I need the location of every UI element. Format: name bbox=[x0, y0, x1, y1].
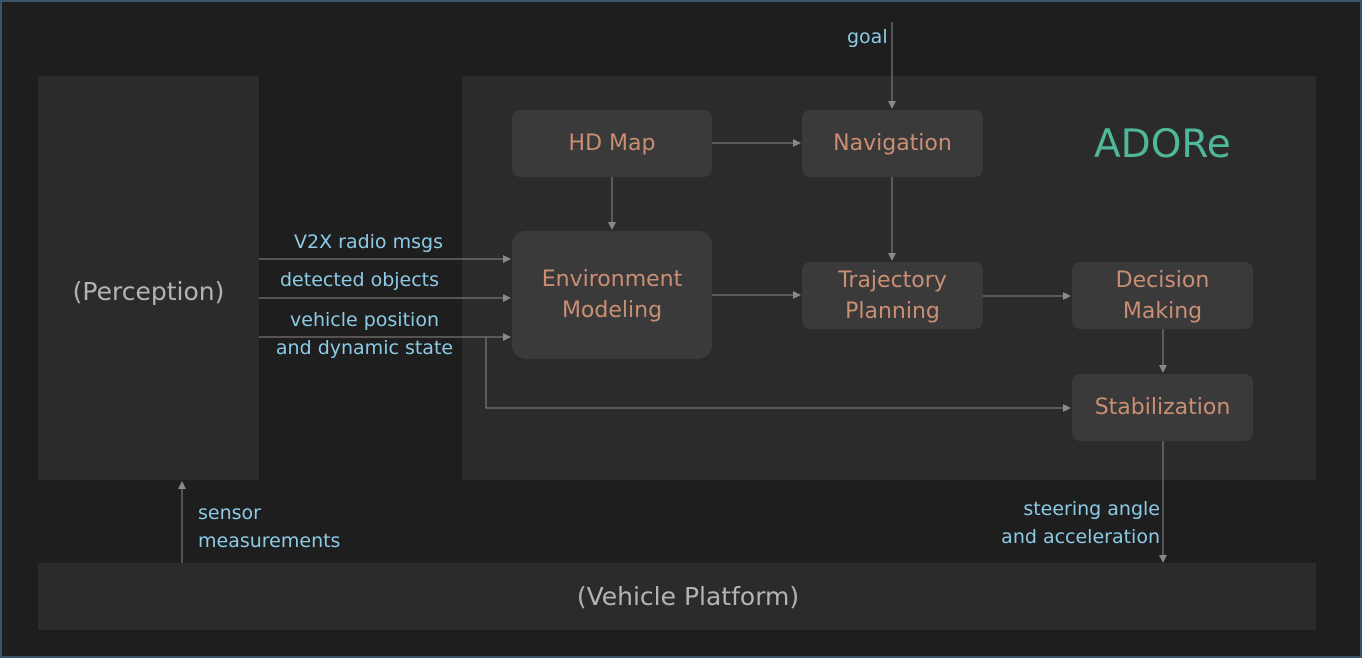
vehicle-platform-panel bbox=[38, 563, 1316, 630]
vehicle-position-stabilization-arrow bbox=[485, 337, 1071, 412]
navigation-node: Navigation bbox=[802, 110, 983, 177]
perception-panel bbox=[38, 76, 259, 480]
sensor-measurements-label: sensor measurements bbox=[198, 502, 341, 552]
steering-label: steering angle and acceleration bbox=[1001, 498, 1160, 548]
hd-map-node: HD Map bbox=[512, 110, 712, 177]
decision-making-node: Decision Making bbox=[1072, 262, 1253, 329]
adore-title: ADORe bbox=[1094, 122, 1231, 167]
v2x-label: V2X radio msgs bbox=[294, 231, 443, 253]
trajectory-planning-node: Trajectory Planning bbox=[802, 262, 983, 329]
environment-modeling-node: Environment Modeling bbox=[512, 231, 712, 359]
stabilization-node: Stabilization bbox=[1072, 374, 1253, 441]
perception-label: (Perception) bbox=[72, 276, 225, 306]
vehicle-position-label: vehicle position and dynamic state bbox=[275, 309, 454, 359]
detected-objects-label: detected objects bbox=[280, 269, 440, 291]
vehicle-platform-label: (Vehicle Platform) bbox=[576, 582, 800, 611]
goal-label: goal bbox=[847, 26, 888, 48]
